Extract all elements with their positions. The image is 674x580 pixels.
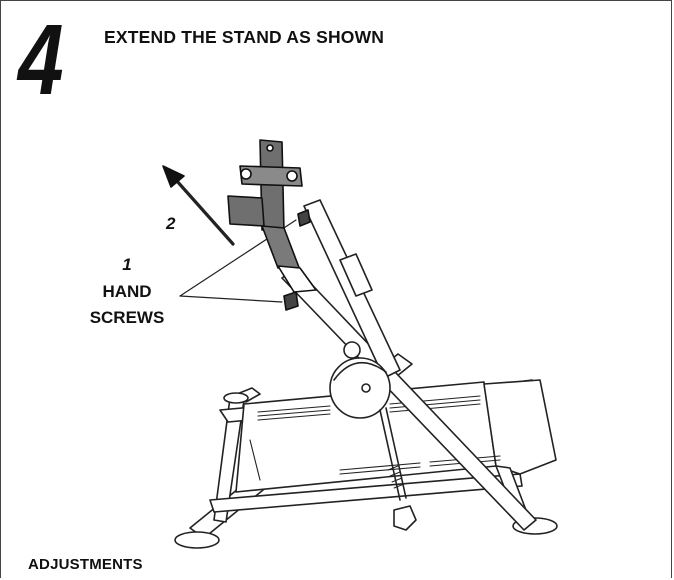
step-number: 4 (18, 4, 64, 116)
step-title: EXTEND THE STAND AS SHOWN (104, 27, 385, 47)
screws-step-label: 1 (122, 255, 132, 274)
extended-bracket (227, 139, 317, 293)
threaded-rod (379, 407, 417, 531)
pivot-hub (329, 341, 391, 419)
arrow-step-label: 2 (166, 214, 176, 233)
hand-screws-label-line1: HAND (102, 282, 152, 301)
extend-arrow-icon (162, 165, 235, 246)
hand-screws-label-line2: SCREWS (89, 308, 165, 327)
section-heading: ADJUSTMENTS (28, 556, 143, 573)
hand-screw-icon (283, 209, 311, 311)
rear-post (303, 199, 401, 379)
